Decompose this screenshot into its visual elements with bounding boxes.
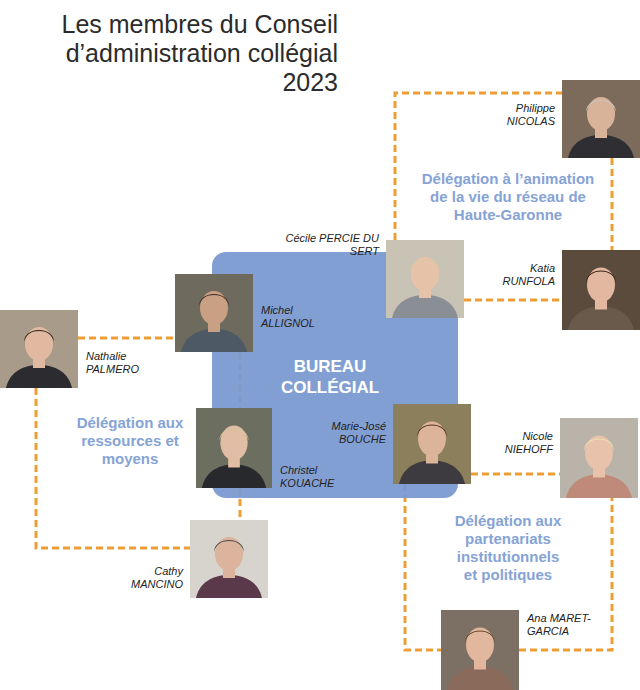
- portrait-photo: [560, 418, 638, 498]
- portrait-photo: [562, 80, 640, 158]
- member-photo: Marie-José BOUCHE: [393, 404, 471, 484]
- portrait-hair: [586, 271, 616, 283]
- portrait-hair: [410, 260, 440, 272]
- member-name: Marie-José BOUCHE: [328, 420, 386, 446]
- portrait-head: [587, 97, 615, 131]
- portrait-hair: [219, 429, 248, 441]
- member-name: Cécile PERCIE DU SERT: [283, 232, 379, 258]
- portrait-shoulders: [566, 474, 632, 498]
- photo-background: [393, 404, 471, 484]
- portrait-shoulders: [399, 460, 465, 484]
- photo-background: [175, 274, 253, 352]
- dashed-connector: [405, 484, 441, 650]
- member-photo: Christel KOUACHE: [196, 408, 272, 488]
- portrait-head: [585, 435, 613, 470]
- portrait-head: [466, 627, 494, 662]
- member-photo: Michel ALLIGNOL: [175, 274, 253, 352]
- member-name: Katia RUNFOLA: [499, 262, 555, 288]
- portrait-photo: [175, 274, 253, 352]
- dashed-connector: [78, 337, 175, 340]
- portrait-hair: [24, 330, 54, 342]
- portrait-photo: [0, 310, 78, 388]
- portrait-photo: [393, 404, 471, 484]
- photo-background: [562, 80, 640, 158]
- panel-heading: BUREAU COLLÉGIAL: [275, 356, 385, 398]
- member-photo: Ana MARET-GARCIA: [441, 610, 519, 690]
- portrait-photo: [386, 240, 464, 318]
- portrait-head: [418, 421, 446, 456]
- portrait-photo: [190, 520, 268, 598]
- portrait-photo: [441, 610, 519, 690]
- delegation-label: Délégation aux ressources et moyens: [68, 414, 192, 468]
- photo-background: [190, 520, 268, 598]
- member-name: Cathy MANCINO: [128, 565, 183, 591]
- portrait-shoulders: [568, 306, 634, 330]
- member-photo: Katia RUNFOLA: [562, 250, 640, 330]
- portrait-hair: [199, 294, 229, 306]
- portrait-head: [587, 267, 615, 302]
- portrait-hair: [417, 425, 447, 437]
- dashed-connector: [471, 473, 560, 476]
- portrait-photo: [562, 250, 640, 330]
- member-name: Nathalie PALMERO: [86, 350, 142, 376]
- member-name: Nicole NIEHOFF: [501, 430, 553, 456]
- delegation-label: Délégation aux partenariats institutionn…: [450, 512, 566, 584]
- photo-background: [386, 240, 464, 318]
- photo-background: [560, 418, 638, 498]
- portrait-hair: [586, 100, 616, 112]
- photo-background: [196, 408, 272, 488]
- portrait-hair: [214, 540, 244, 552]
- member-name: Christel KOUACHE: [280, 464, 338, 490]
- photo-background: [562, 250, 640, 330]
- portrait-head: [215, 537, 243, 571]
- member-name: Michel ALLIGNOL: [261, 304, 318, 330]
- member-photo: Philippe NICOLAS: [562, 80, 640, 158]
- portrait-head: [200, 291, 228, 325]
- portrait-shoulders: [181, 329, 247, 352]
- bureau-panel: BUREAU COLLÉGIALCécile PERCIE DU SERTMic…: [212, 252, 458, 498]
- portrait-hair: [584, 439, 614, 451]
- portrait-head: [25, 327, 53, 361]
- member-photo: Cécile PERCIE DU SERT: [386, 240, 464, 318]
- portrait-shoulders: [6, 365, 72, 388]
- portrait-hair: [465, 631, 495, 643]
- portrait-shoulders: [392, 295, 458, 318]
- member-photo: Nathalie PALMERO: [0, 310, 78, 388]
- portrait-shoulders: [447, 666, 513, 690]
- photo-background: [0, 310, 78, 388]
- diagram-title: Les membres du Conseil d’administration …: [8, 10, 338, 97]
- member-photo: Cathy MANCINO: [190, 520, 268, 598]
- dashed-connector: [611, 158, 614, 250]
- portrait-shoulders: [568, 135, 634, 158]
- portrait-shoulders: [196, 575, 262, 598]
- portrait-head: [411, 257, 439, 291]
- delegation-label: Délégation à l’animation de la vie du ré…: [420, 170, 596, 224]
- dashed-connector: [464, 299, 562, 302]
- member-name: Philippe NICOLAS: [503, 102, 555, 128]
- member-photo: Nicole NIEHOFF: [560, 418, 638, 498]
- portrait-head: [220, 425, 247, 460]
- portrait-photo: [196, 408, 272, 488]
- photo-background: [441, 610, 519, 690]
- portrait-shoulders: [202, 464, 266, 488]
- member-name: Ana MARET-GARCIA: [527, 612, 614, 638]
- dashed-connector: [36, 388, 190, 548]
